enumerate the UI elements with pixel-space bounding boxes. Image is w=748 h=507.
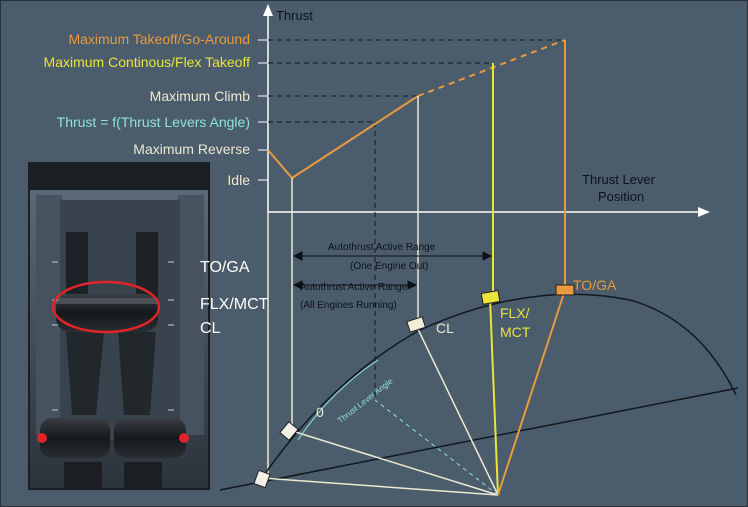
label-thrust-function: Thrust = f(Thrust Levers Angle) <box>56 114 250 130</box>
radial-cl <box>415 324 499 496</box>
detent-zero-label: 0 <box>316 404 324 420</box>
radial-idle <box>288 429 499 496</box>
range-one-engine-label2: (One Engine Out) <box>350 261 429 272</box>
detent-cl-marker <box>406 316 427 333</box>
x-axis-label-line2: Position <box>598 189 645 204</box>
radial-toga <box>497 289 566 496</box>
label-idle: Idle <box>227 172 250 188</box>
detent-flx-label1: FLX/ <box>500 305 530 321</box>
throttle-quadrant-photo <box>28 162 210 490</box>
thrust-curve <box>267 95 419 180</box>
detent-highlight-circle <box>51 280 161 334</box>
radial-flx <box>489 297 499 496</box>
label-max-flex: Maximum Continous/Flex Takeoff <box>43 54 250 70</box>
range-all-engines-label1: Autothrust Active Range <box>300 282 408 293</box>
range-one-engine-label1: Autothrust Active Range <box>328 242 436 253</box>
detent-reverse-marker <box>253 469 271 489</box>
detent-toga-marker <box>555 284 575 296</box>
detent-cl-label: CL <box>436 320 454 336</box>
ground-line <box>219 387 739 491</box>
detent-idle-marker <box>279 421 299 441</box>
y-axis-label: Thrust <box>276 8 313 23</box>
thrust-curve-extension <box>417 39 566 97</box>
x-axis-arrow <box>698 207 710 217</box>
label-max-climb: Maximum Climb <box>149 88 250 104</box>
detent-toga-label: TO/GA <box>573 277 617 293</box>
x-axis-label-line1: Thrust Lever <box>582 172 655 187</box>
panel-cl-label: CL <box>200 320 221 337</box>
y-axis-arrow <box>263 4 273 16</box>
panel-toga-label: TO/GA <box>200 259 250 276</box>
panel-flx-mct-label: FLX/MCT <box>200 296 269 313</box>
lever-angle-arc <box>297 359 379 441</box>
radial-reverse <box>261 477 499 496</box>
range-all-engines-label2: (All Engines Running) <box>300 300 397 311</box>
label-max-reverse: Maximum Reverse <box>133 141 250 157</box>
lever-arc <box>261 293 737 479</box>
detent-flx-marker <box>480 289 501 305</box>
detent-flx-label2: MCT <box>500 324 531 340</box>
radial-function <box>374 399 499 496</box>
label-max-toga: Maximum Takeoff/Go-Around <box>68 31 250 47</box>
